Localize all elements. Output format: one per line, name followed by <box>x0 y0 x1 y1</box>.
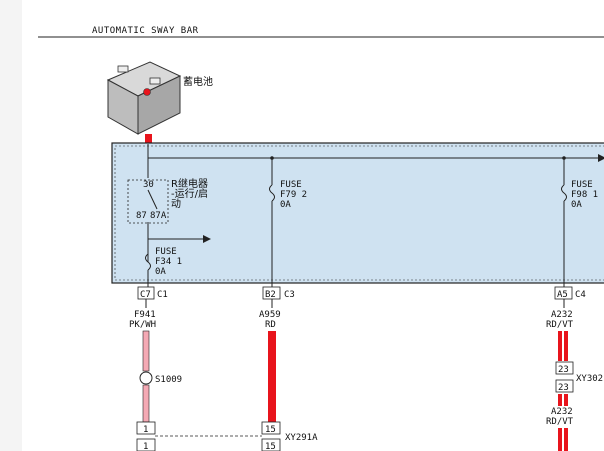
left-gutter <box>0 0 22 451</box>
wire-a232-color: RD/VT <box>546 320 574 330</box>
wire-a232-lower-a <box>558 428 562 451</box>
wire-a232-upper-b <box>564 331 568 361</box>
fuse-f98-line2: F98 1 <box>571 190 598 200</box>
relay-label-line2: -运行/启 <box>171 187 208 200</box>
wire-a959-color: RD <box>265 320 276 330</box>
bus-arrow-icon <box>598 154 604 162</box>
fuse-f34-line3: 0A <box>155 267 166 277</box>
wire-a232-mid-a <box>558 394 562 406</box>
splice-s1009-label: S1009 <box>155 375 182 385</box>
fuse-f98-line3: 0A <box>571 200 582 210</box>
wire-a232-upper-a <box>558 331 562 361</box>
battery-label: 蓄电池 <box>183 75 213 88</box>
xy302-top-pin: 23 <box>558 365 569 375</box>
battery-icon <box>106 61 182 135</box>
xy291a-right-top-box <box>261 421 281 435</box>
wire-a959 <box>268 331 276 422</box>
battery-cable <box>145 134 152 144</box>
xy302-bottom-pin: 23 <box>558 383 569 393</box>
relay-pin-30: 30 <box>143 180 154 190</box>
connector-c1-pin: C7 <box>140 290 151 300</box>
fuse-f34-line2: F34 1 <box>155 257 182 267</box>
connector-c3-pin: B2 <box>265 290 276 300</box>
xy291a-left-bottom-box <box>136 438 156 451</box>
wire-f941-circuit: F941 <box>134 310 156 320</box>
xy302-label: XY302 <box>576 374 603 384</box>
relay-label-line3: 动 <box>171 198 181 210</box>
xy291a-left-bottom-pin: 1 <box>143 442 148 451</box>
wire-f941-lower <box>142 384 150 423</box>
wire-f941-color: PK/WH <box>129 320 156 330</box>
fuse-box-inner <box>114 145 604 281</box>
fuse-f79-line3: 0A <box>280 200 291 210</box>
xy302-bottom-box <box>555 379 574 393</box>
xy291a-right-top-pin: 15 <box>265 425 276 435</box>
xy291a-right-bottom-box <box>261 438 281 451</box>
relay-box <box>127 179 169 224</box>
fuse-f98-line1: FUSE <box>571 180 593 190</box>
relay-pin-87a: 87A <box>150 211 167 221</box>
fuse-f79-line2: F79 2 <box>280 190 307 200</box>
connector-c3-name: C3 <box>284 290 295 300</box>
wire-a232-lower-b <box>564 428 568 451</box>
splice-s1009-icon <box>139 371 153 385</box>
relay-switch-icon <box>147 189 158 210</box>
wire-a232-circuit-lower: A232 <box>551 407 573 417</box>
connector-c4-name: C4 <box>575 290 586 300</box>
fuse-f98-icon <box>561 184 567 202</box>
diagram-title: AUTOMATIC SWAY BAR <box>92 26 199 36</box>
fuse-f34-line1: FUSE <box>155 247 177 257</box>
fuse-f79-line1: FUSE <box>280 180 302 190</box>
branch-arrow-icon <box>203 235 211 243</box>
xy291a-left-top-box <box>136 421 156 435</box>
wire-a232-circuit: A232 <box>551 310 573 320</box>
xy291a-label: XY291A <box>285 433 318 443</box>
fuse-f79-icon <box>269 184 275 202</box>
wire-a232-color-lower: RD/VT <box>546 417 574 427</box>
fuse-box <box>111 142 604 284</box>
wire-f941-upper <box>142 330 150 372</box>
relay-label-line1: R继电器 <box>171 177 208 190</box>
fuse-f34-icon <box>145 253 151 271</box>
wire-a232-mid-b <box>564 394 568 406</box>
connector-c1-name: C1 <box>157 290 168 300</box>
wire-a959-circuit: A959 <box>259 310 281 320</box>
connector-c4-pin: A5 <box>557 290 568 300</box>
xy291a-left-top-pin: 1 <box>143 425 148 435</box>
xy302-top-box <box>555 361 574 375</box>
relay-pin-87: 87 <box>136 211 147 221</box>
xy291a-right-bottom-pin: 15 <box>265 442 276 451</box>
